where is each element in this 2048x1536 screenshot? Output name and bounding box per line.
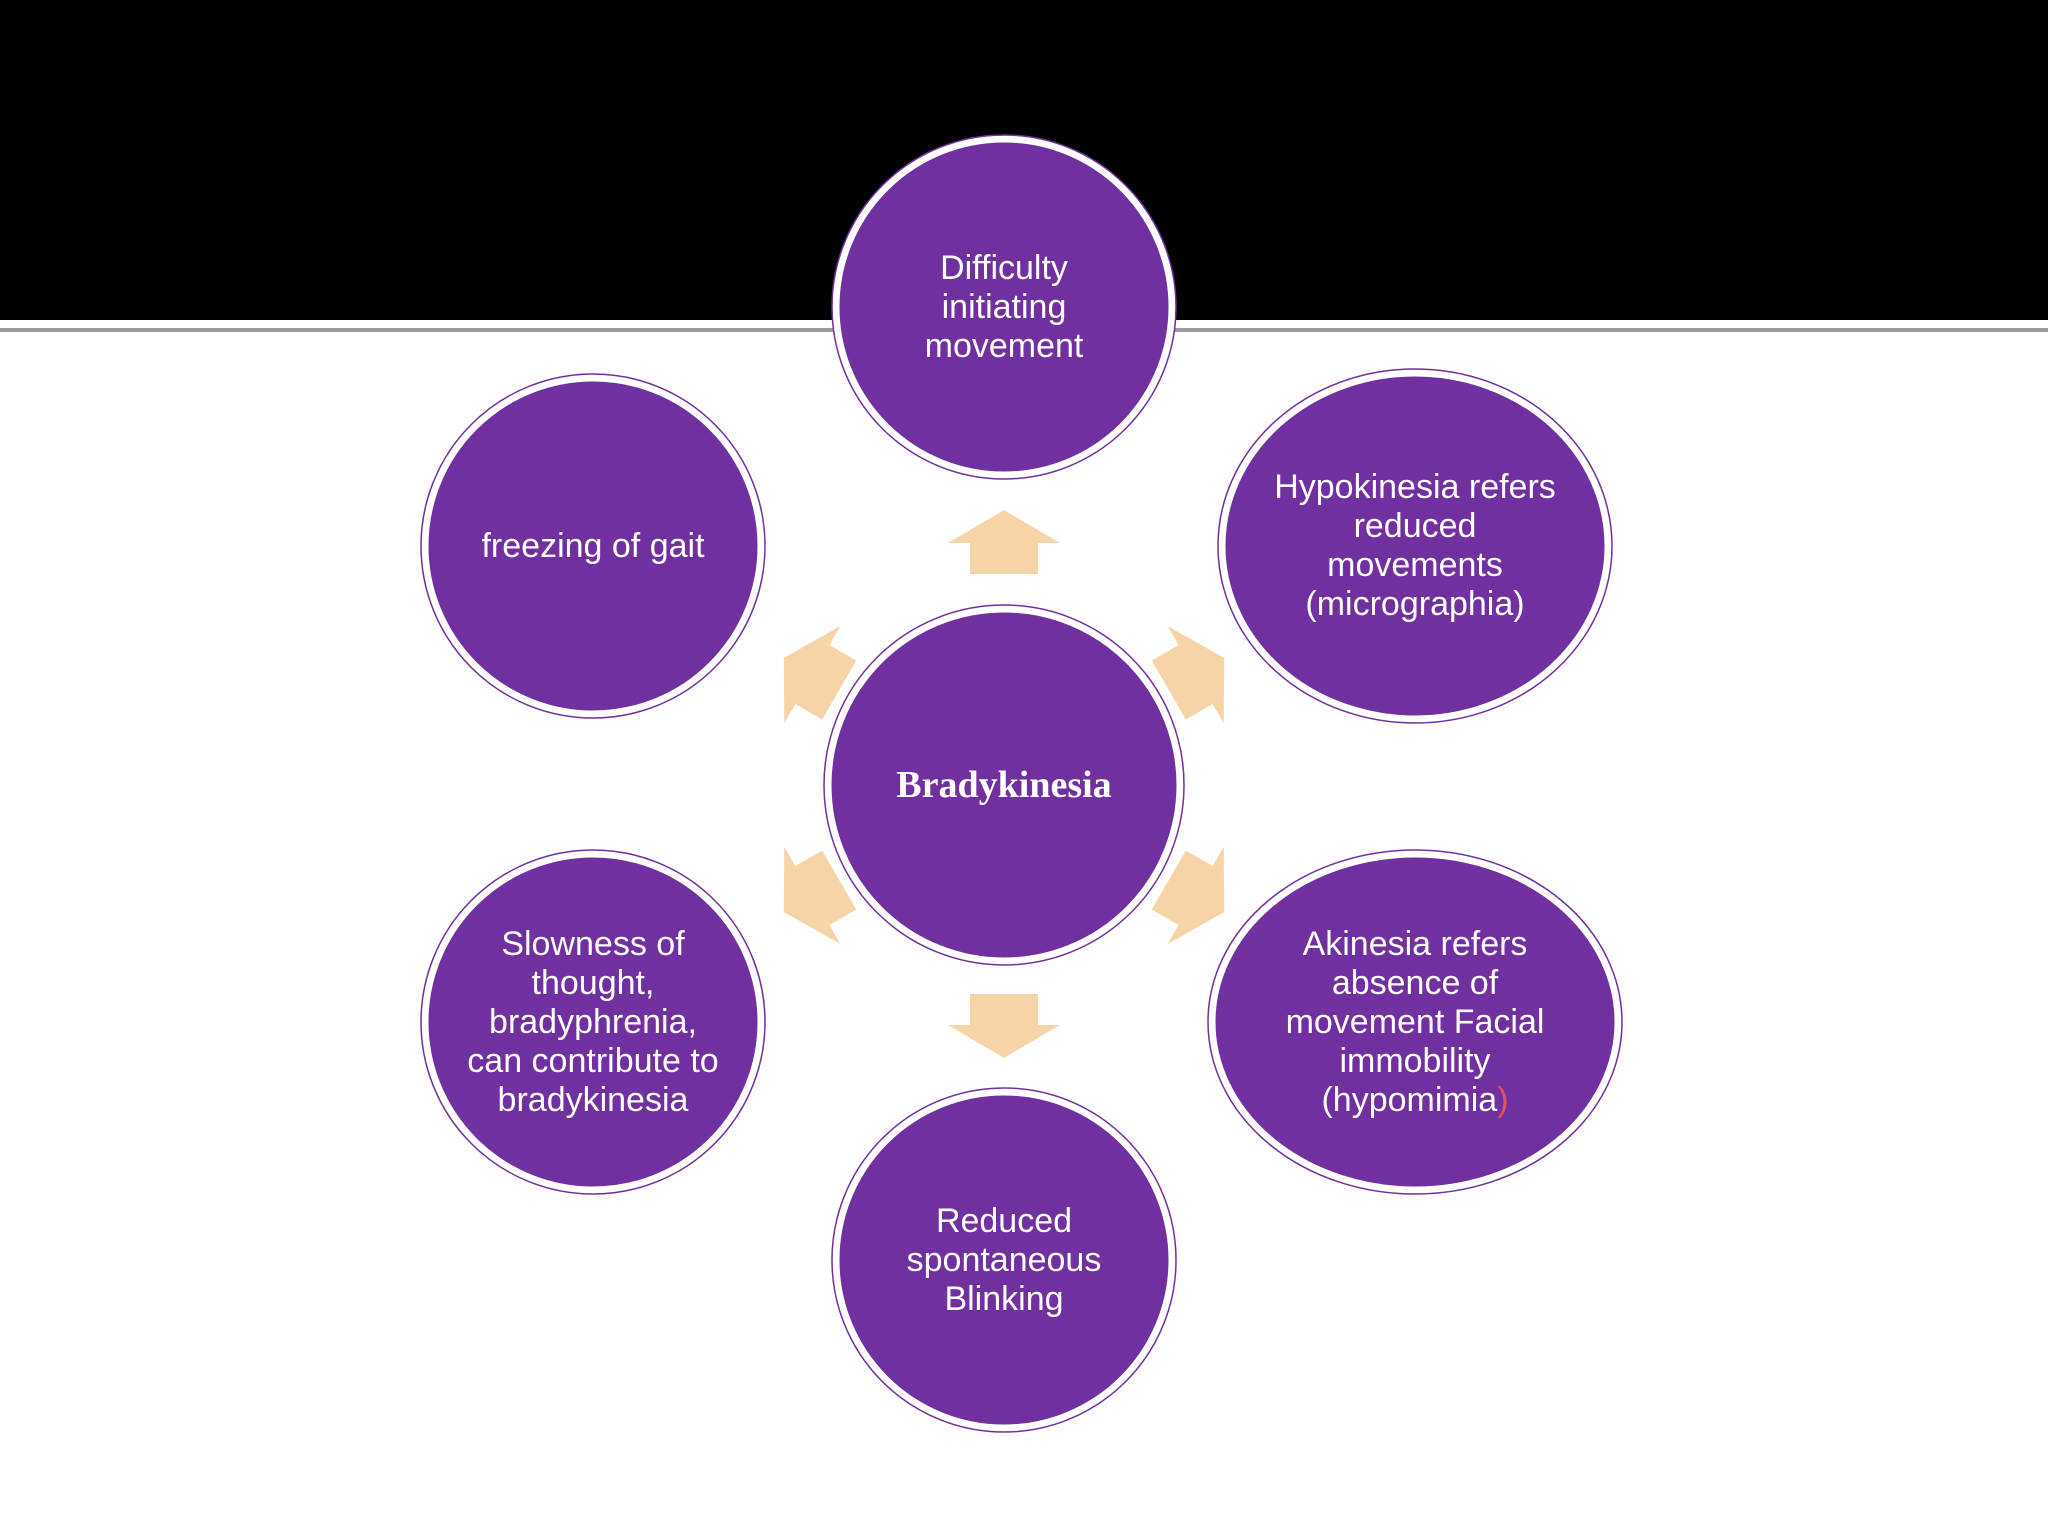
node-lower-right-paren: ) <box>1497 1080 1509 1119</box>
node-lower-right-main: Akinesia refers absence of movement Faci… <box>1285 924 1545 1119</box>
node-lower-left-circle-outline <box>420 849 766 1195</box>
node-top-circle-outline <box>831 134 1177 480</box>
node-upper-left-label: freezing of gait <box>463 416 723 676</box>
node-lower-right-text: Akinesia refers absence of movement Faci… <box>1260 925 1570 1120</box>
center-label: Bradykinesia <box>854 735 1154 835</box>
node-lower-right-circle <box>1208 850 1622 1194</box>
node-upper-right-label: Hypokinesia refers reduced movements (mi… <box>1270 426 1560 666</box>
node-bottom-circle-outline <box>831 1087 1177 1433</box>
node-lower-left-circle <box>421 850 765 1194</box>
center-circle <box>824 605 1184 965</box>
node-upper-left-circle <box>421 374 765 718</box>
node-lower-right-circle-outline <box>1207 849 1623 1195</box>
node-lower-right-label: Akinesia refers absence of movement Faci… <box>1260 890 1570 1154</box>
arrow-down <box>948 994 1060 1058</box>
arrow-upper-right <box>1151 626 1225 723</box>
node-bottom-circle <box>832 1088 1176 1432</box>
node-upper-left-circle-outline <box>420 373 766 719</box>
center-text: Bradykinesia <box>896 763 1112 806</box>
node-lower-left-text: Slowness of thought, bradyphrenia, can c… <box>467 924 719 1119</box>
node-bottom-text: Reduced spontaneous Blinking <box>906 1201 1102 1318</box>
node-lower-left-label: Slowness of thought, bradyphrenia, can c… <box>463 892 723 1152</box>
node-upper-right-text: Hypokinesia refers reduced movements (mi… <box>1274 468 1556 623</box>
node-top-circle <box>832 135 1176 479</box>
arrow-lower-right <box>1151 847 1225 944</box>
node-upper-left-text: freezing of gait <box>481 526 705 565</box>
node-upper-right-circle <box>1218 369 1612 723</box>
node-top-label: Difficulty initiating movement <box>874 177 1134 437</box>
center-circle-outline <box>823 604 1185 966</box>
nodes-group <box>420 134 1623 1433</box>
node-top-text: Difficulty initiating movement <box>924 248 1084 365</box>
arrow-upper-left <box>783 626 857 723</box>
node-bottom-label: Reduced spontaneous Blinking <box>874 1130 1134 1390</box>
node-upper-right-circle-outline <box>1217 368 1613 724</box>
arrow-lower-left <box>783 847 857 944</box>
arrows-group <box>783 510 1225 1058</box>
arrow-up <box>948 510 1060 574</box>
